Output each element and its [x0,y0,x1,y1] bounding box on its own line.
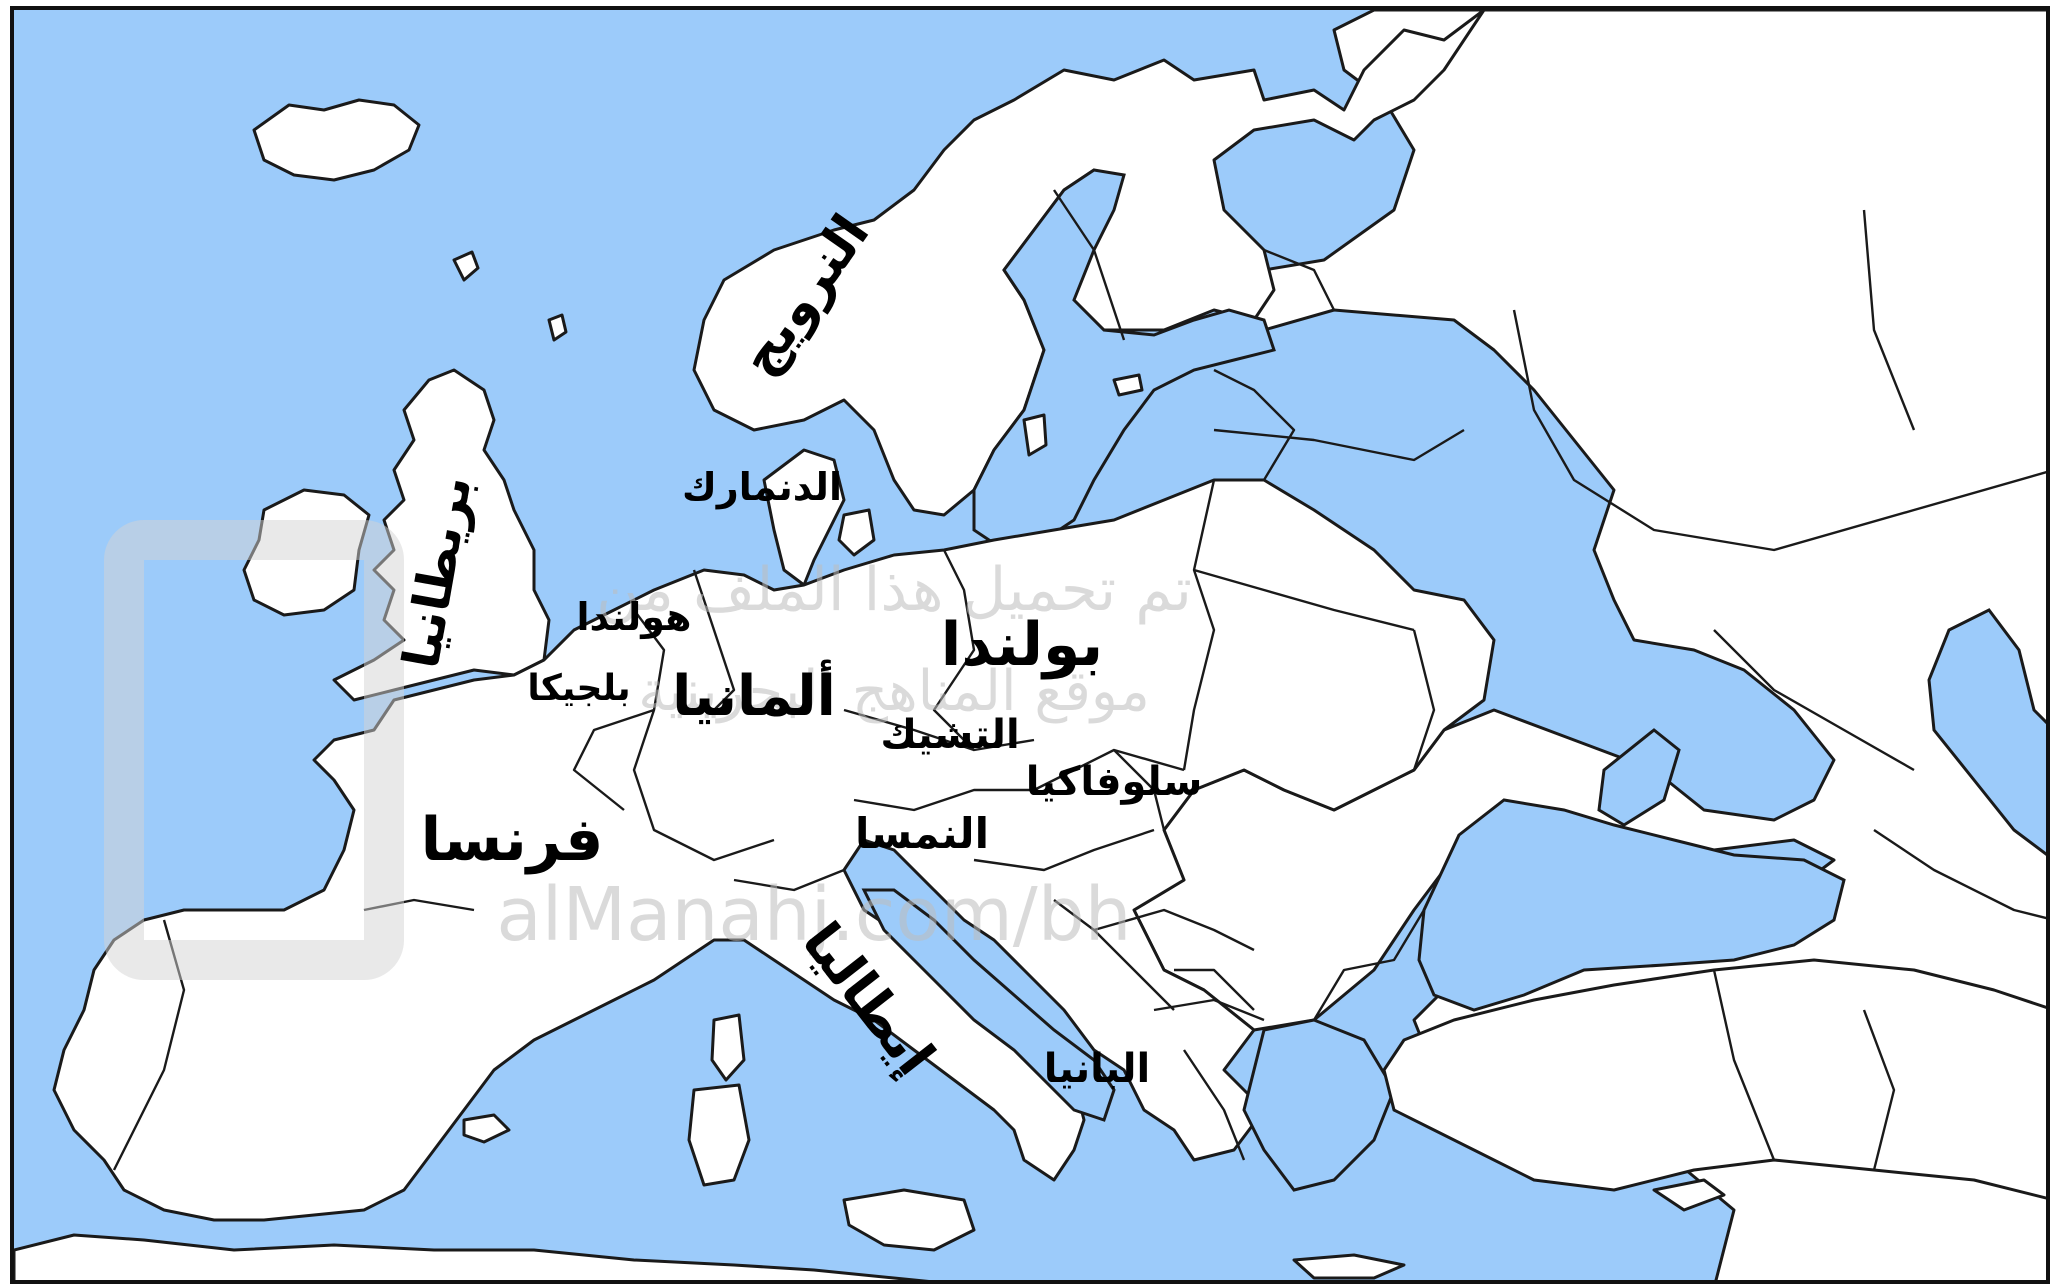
crete [1292,1253,1406,1280]
zealand [837,508,876,557]
label-belgium: بلجيكا [527,668,630,709]
europe-map: تم تحميل هذا الملف من موقع المناهج البحر… [10,6,2050,1284]
shetland-islands [547,313,568,342]
iceland [252,98,421,182]
watermark-logo [104,520,404,980]
faroe-islands [452,250,480,282]
country-borders [112,189,2046,1171]
aegean-sea [1242,1018,1396,1192]
watermark-line2: موقع المناهج البحرينية [638,659,1150,724]
label-czech: التشيك [880,712,1019,758]
label-slovakia: سلوفاكيا [1026,759,1203,805]
sardinia [687,1083,751,1187]
label-france: فرنسا [421,805,604,875]
baltic-island [1022,413,1048,457]
label-albania: البانيا [1044,1046,1150,1092]
black-sea [1417,798,1846,1012]
anatolia [1382,958,2046,1200]
watermark: تم تحميل هذا الملف من موقع المناهج البحر… [104,520,1192,980]
label-germany: ألمانيا [672,659,836,729]
baltic-island-2 [1112,373,1144,397]
caspian-sea [1927,608,2046,856]
label-denmark: الدنمارك [682,465,842,509]
label-netherlands: هولندا [577,595,692,639]
balearic-islands [462,1113,511,1144]
label-poland: بولندا [941,610,1103,680]
sicily [842,1188,976,1252]
sea-of-azov [1597,728,1681,827]
watermark-url: alManahj.com/bh [496,872,1131,958]
adriatic-sea [861,888,1116,1122]
europe-map-svg: تم تحميل هذا الملف من موقع المناهج البحر… [14,10,2046,1280]
north-africa [14,1233,930,1280]
label-austria: النمسا [855,809,989,858]
denmark [762,448,846,587]
watermark-line1: تم تحميل هذا الملف من [596,555,1192,625]
corsica [710,1013,746,1082]
cyprus [1652,1178,1726,1212]
gulf-of-bothnia [972,168,1276,552]
